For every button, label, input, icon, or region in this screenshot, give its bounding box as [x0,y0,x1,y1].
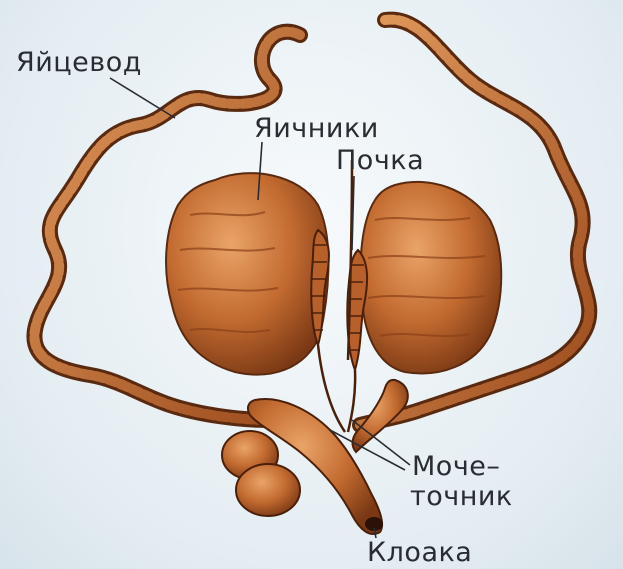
label-oviduct: Яйцевод [16,48,142,78]
right-ovary [361,182,502,374]
label-ureter-line2: точник [410,482,513,512]
label-ovaries: Яичники [254,114,379,144]
label-cloaca: Клоака [367,538,472,568]
label-kidney: Почка [336,146,424,176]
label-ureter-line1: Моче– [412,452,500,482]
left-ovary [166,173,328,374]
